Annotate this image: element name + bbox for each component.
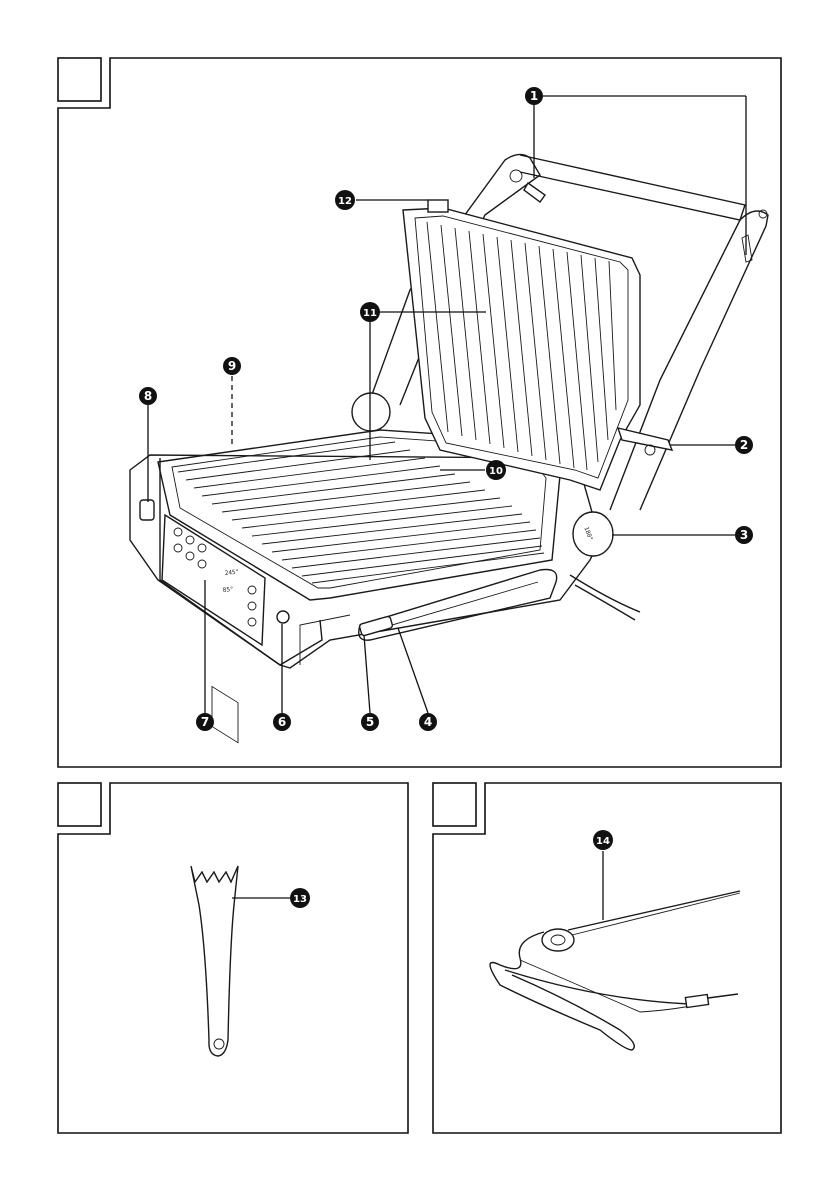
svg-text:11: 11 (363, 308, 377, 319)
callout-3: 3 (735, 526, 753, 544)
svg-text:13: 13 (293, 894, 307, 905)
meat-probe (490, 891, 740, 1050)
probe-jack (685, 995, 708, 1008)
svg-text:8: 8 (144, 389, 152, 403)
svg-text:14: 14 (596, 836, 610, 847)
callout-4: 4 (419, 713, 437, 731)
callout-8: 8 (139, 387, 157, 405)
svg-text:7: 7 (201, 715, 209, 729)
callout-2: 2 (735, 436, 753, 454)
callout-5: 5 (361, 713, 379, 731)
callout-14: 14 (593, 830, 613, 850)
callout-6: 6 (273, 713, 291, 731)
svg-text:4: 4 (424, 715, 432, 729)
panel-tab-2 (58, 783, 101, 826)
drip-tray-handle (359, 616, 393, 636)
probe-grip (542, 929, 574, 951)
svg-text:2: 2 (740, 438, 748, 452)
callout-11: 11 (360, 302, 380, 322)
callout-9: 9 (223, 357, 241, 375)
svg-text:1: 1 (530, 89, 538, 103)
svg-text:12: 12 (338, 196, 352, 207)
plate-lock-tab (428, 200, 448, 212)
power-cord (570, 575, 640, 612)
callout-7: 7 (196, 713, 214, 731)
hinge-pivot-left (352, 393, 390, 431)
callout-12: 12 (335, 190, 355, 210)
contact-grill-illustration: 245° 85° 180° (130, 154, 768, 742)
hinge-crossbar (520, 155, 745, 220)
callout-13: 13 (290, 888, 310, 908)
power-button[interactable] (277, 611, 289, 623)
panel-tab-3 (433, 783, 476, 826)
svg-text:5: 5 (366, 715, 374, 729)
temp-top-readout: 245° (224, 569, 239, 577)
svg-text:6: 6 (278, 715, 286, 729)
svg-text:10: 10 (489, 466, 503, 477)
svg-text:9: 9 (228, 359, 236, 373)
panel-tab-1 (58, 58, 101, 101)
control-panel: 245° 85° (162, 515, 265, 743)
panel-grill (58, 58, 781, 767)
grill-spatula (191, 866, 238, 1056)
temp-bottom-readout: 85° (222, 586, 234, 594)
hinge-stop-lever (524, 183, 545, 202)
callout-10: 10 (486, 460, 506, 480)
temperature-knob[interactable] (573, 512, 613, 556)
side-switch[interactable] (140, 500, 154, 520)
callout-1: 1 (525, 87, 543, 105)
panel-spatula (58, 783, 408, 1133)
height-adjust-clip (618, 428, 672, 450)
svg-text:3: 3 (740, 528, 748, 542)
